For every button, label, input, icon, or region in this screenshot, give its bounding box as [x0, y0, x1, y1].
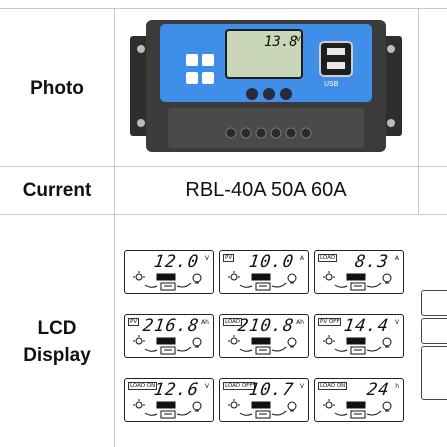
- lcd-screen-unit: A: [299, 255, 304, 262]
- current-value: RBL-40A 50A 60A: [185, 179, 347, 201]
- lcd-screen-value: 10.0: [247, 252, 296, 272]
- lcd-screen-unit: Ah: [201, 319, 209, 326]
- lcd-status-icons: [133, 271, 202, 291]
- lcd-screen-unit: V: [394, 319, 399, 326]
- lcd-screen-value: 216.8: [141, 316, 201, 336]
- lcd-screen: LOAD ON 24 h: [314, 378, 404, 422]
- lcd-status-icons: [323, 399, 392, 419]
- lcd-label-line2: Display: [23, 345, 91, 366]
- device-photo: 13.8 V USB: [128, 16, 404, 156]
- lcd-screen-value: 14.4: [342, 316, 391, 336]
- grid-line-row1: [0, 166, 447, 167]
- lcd-status-icons: [133, 335, 202, 355]
- photo-label: Photo: [30, 78, 84, 99]
- lcd-screen-mode: PV: [128, 318, 140, 326]
- lcd-status-icons: [323, 335, 392, 355]
- grid-line-col1: [114, 8, 115, 447]
- lcd-status-icons: [228, 335, 297, 355]
- lcd-status-icons: [228, 271, 297, 291]
- lcd-screen-mode: LOAD ON: [318, 382, 348, 390]
- lcd-screen-value: 24: [365, 380, 391, 400]
- lcd-status-icons: [323, 271, 392, 291]
- lcd-status-icons: [133, 399, 202, 419]
- lcd-screen-unit: V: [299, 383, 304, 390]
- lcd-screen-mode: LOAD ON: [128, 382, 158, 390]
- lcd-screen-unit: A: [394, 255, 399, 262]
- lcd-screen-unit: V: [204, 255, 209, 262]
- lcd-screen-value: 8.3: [353, 252, 391, 272]
- lcd-screen-value: 12.0: [152, 252, 201, 272]
- usb-label: USB: [324, 80, 339, 88]
- lcd-screen-unit: V: [204, 383, 209, 390]
- lcd-screen-value: 210.8: [236, 316, 296, 336]
- lcd-label-line1: LCD: [37, 318, 77, 339]
- lcd-screen-mode: LOAD: [223, 318, 243, 326]
- lcd-screen-unit: Ah: [296, 319, 304, 326]
- lcd-screen-mode: PV OFF: [318, 318, 342, 326]
- lcd-screen-unit: h: [395, 383, 399, 390]
- lcd-screen-value: 12.6: [152, 380, 201, 400]
- grid-line-col2: [418, 8, 419, 214]
- device-lcd-reading: 13.8: [264, 34, 298, 50]
- grid-line-row2: [0, 214, 447, 215]
- cropped-lcd-edge-1: [421, 290, 447, 316]
- lcd-screen-mode: PV: [223, 254, 235, 262]
- device-lcd-unit: V: [296, 35, 301, 43]
- cropped-lcd-edge-3: [421, 346, 447, 400]
- lcd-screen-value: 10.7: [247, 380, 296, 400]
- grid-line-top: [0, 8, 447, 9]
- current-label: Current: [22, 180, 92, 201]
- lcd-screen-mode: LOAD: [318, 254, 338, 262]
- lcd-screen-mode: LOAD OFF: [223, 382, 255, 390]
- lcd-status-icons: [228, 399, 297, 419]
- cropped-lcd-edge-2: [421, 318, 447, 344]
